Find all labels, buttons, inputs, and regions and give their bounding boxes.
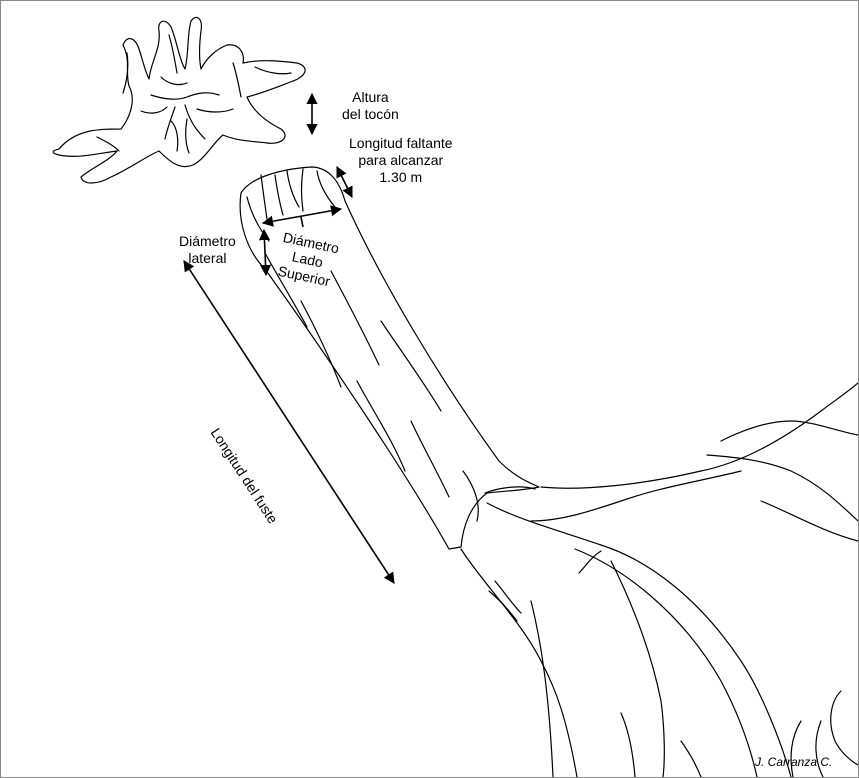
bole-drawing	[240, 167, 539, 549]
label-lateral-diameter: Diámetro lateral	[179, 233, 236, 267]
roots-drawing	[461, 383, 858, 777]
stump-drawing	[53, 17, 305, 183]
label-stump-height: Altura del tocón	[342, 89, 399, 123]
label-missing-length: Longitud faltante para alcanzar 1.30 m	[349, 135, 453, 186]
author-signature: J. Carranza C.	[755, 755, 832, 769]
